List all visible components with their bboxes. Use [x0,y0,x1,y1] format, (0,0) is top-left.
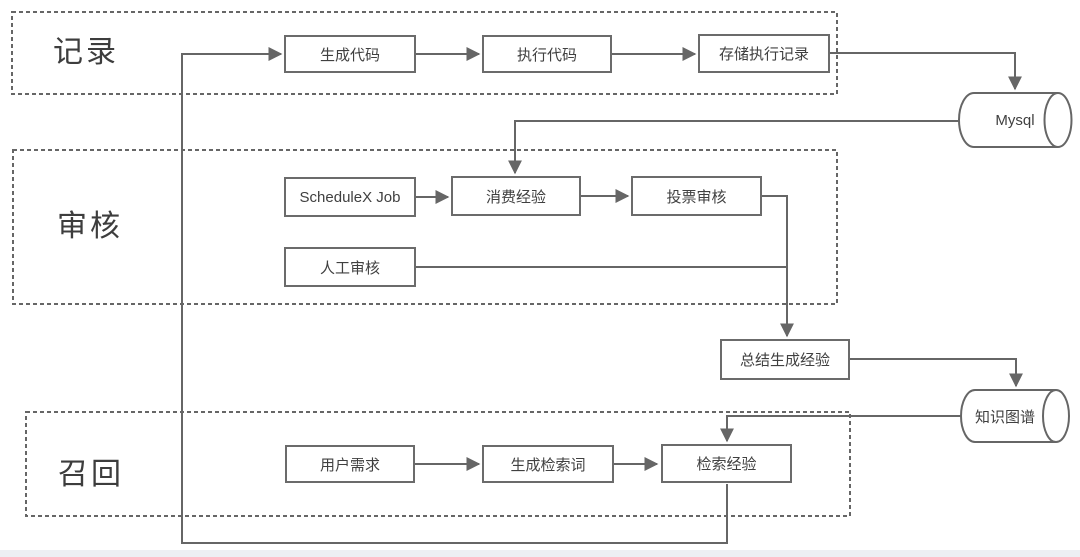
edge-mysql-to-consume [508,120,959,175]
section-recall-border [25,411,851,517]
mysql-cylinder-shape [958,92,1073,148]
node-summarize-experience: 总结生成经验 [720,339,850,380]
section-record-border [11,11,838,95]
node-generate-code: 生成代码 [284,35,416,73]
node-retrieve-experience: 检索经验 [661,444,792,483]
edge-store-to-mysql [830,52,1022,91]
section-recall-label: 召回 [58,458,124,491]
knowledge-graph-cylinder-shape [960,389,1070,443]
node-vote-review: 投票审核 [631,176,762,216]
node-execute-code: 执行代码 [482,35,612,73]
node-user-requirement: 用户需求 [285,445,415,483]
edge-summarize-to-kg [850,358,1023,388]
node-manual-review: 人工审核 [284,247,416,287]
node-schedulex-job: ScheduleX Job [284,177,416,217]
edge-vote-to-summarize [762,195,794,338]
node-consume-experience: 消费经验 [451,176,581,216]
section-review-label: 审核 [57,210,123,243]
bottom-band [0,550,1080,557]
edge-loop-retrieve-to-generate [181,47,728,544]
node-store-exec-record: 存储执行记录 [698,34,830,73]
section-review-border [12,149,838,305]
edge-kg-to-retrieve [720,415,962,443]
node-generate-search-terms: 生成检索词 [482,445,614,483]
section-record-label: 记录 [53,36,119,69]
